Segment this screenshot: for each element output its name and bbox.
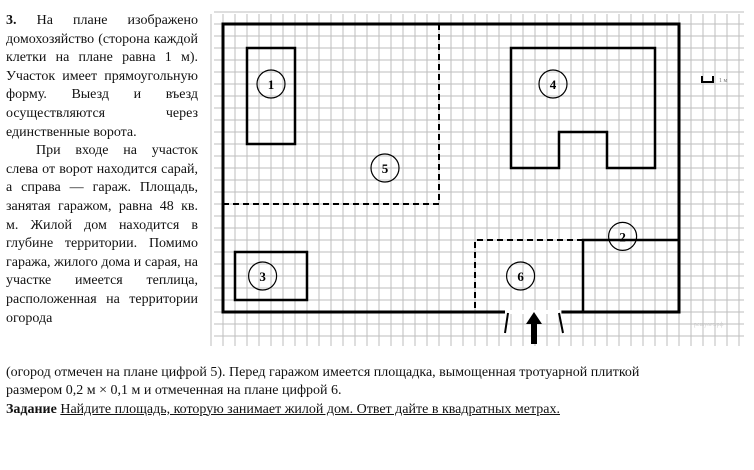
gate: [504, 312, 564, 344]
building-2-garage: [581, 238, 681, 314]
svg-text:3: 3: [259, 269, 266, 284]
building-3-shed: [233, 250, 309, 302]
paragraph-2-continued-1: (огород отмечен на плане цифрой 5). Пере…: [6, 365, 640, 380]
paragraph-1: 3. На плане изображено домохозяйство (ст…: [6, 12, 198, 142]
plan-label-3: 3: [248, 261, 278, 291]
svg-text:2: 2: [619, 229, 626, 244]
problem-text-column: 3. На плане изображено домохозяйство (ст…: [6, 12, 198, 328]
garden-boundary: [223, 24, 440, 205]
plan-label-5: 5: [370, 153, 400, 183]
paragraph-2: При входе на участок слева от ворот нахо…: [6, 143, 198, 326]
paved-area-boundary: [474, 239, 583, 312]
building-1: [245, 46, 297, 146]
problem-number: 3.: [6, 13, 17, 28]
paragraph-2-continued-2: размером 0,2 м × 0,1 м и отмеченная на п…: [6, 383, 342, 399]
plan-label-4: 4: [538, 69, 568, 99]
watermark: решуогэ.рф: [694, 321, 724, 328]
paragraph-1-text: На плане изображено домохозяйство (сторо…: [6, 13, 199, 140]
plan-label-6: 6: [505, 261, 536, 291]
problem-text-full-width: (огород отмечен на плане цифрой 5). Пере…: [6, 364, 750, 419]
plan-label-1: 1: [256, 69, 286, 99]
scale-indicator: 1 м: [701, 76, 728, 84]
svg-text:1: 1: [268, 77, 275, 92]
task: Задание Найдите площадь, которую занимае…: [6, 401, 750, 419]
svg-text:5: 5: [382, 161, 389, 176]
svg-text:4: 4: [550, 77, 557, 92]
task-text: Найдите площадь, которую занимает жилой …: [60, 401, 560, 417]
entrance-arrow-icon: [526, 312, 542, 344]
plan-label-2: 2: [607, 221, 638, 251]
svg-text:6: 6: [517, 269, 524, 284]
building-4-house: [509, 46, 657, 170]
scale-label: 1 м: [719, 78, 728, 84]
grid: [210, 11, 744, 346]
task-label: Задание: [6, 401, 57, 417]
